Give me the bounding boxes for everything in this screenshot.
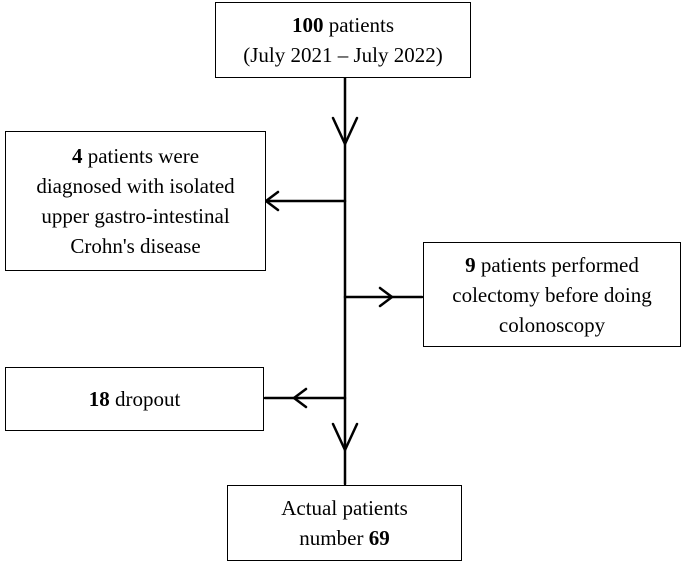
upper-gi-line-2: diagnosed with isolated — [36, 174, 235, 198]
arrowhead-left-dropout — [292, 387, 308, 409]
upper-gi-line-1: 4 patients were — [71, 144, 200, 168]
final-box: Actual patients number 69 — [227, 485, 462, 561]
upper-gi-line-3: upper gastro-intestinal — [41, 204, 230, 228]
arrowhead-left-upper-gi — [264, 190, 280, 212]
arrowhead-right-colectomy — [378, 286, 394, 308]
upper-gi-line-4: Crohn's disease — [70, 234, 201, 258]
dropout-line-1: 18 dropout — [88, 387, 181, 411]
final-patient-count: 69 — [368, 526, 390, 550]
start-box: 100 patients (July 2021 – July 2022) — [215, 2, 471, 78]
colectomy-line-1: 9 patients performed — [465, 252, 639, 277]
dropout-count: 18 — [88, 387, 110, 411]
upper-gi-crohns-box: 4 patients were diagnosed with isolated … — [5, 131, 266, 271]
final-line-1: Actual patients — [281, 496, 408, 520]
colectomy-line-3: colonoscopy — [498, 312, 606, 337]
arrowhead-down-bottom — [331, 422, 359, 452]
colectomy-patient-count: 9 — [465, 252, 476, 277]
start-box-line-2: (July 2021 – July 2022) — [243, 43, 443, 67]
start-box-line-1: 100 patients — [291, 13, 395, 37]
final-line-2: number 69 — [299, 526, 390, 550]
arrowhead-down-top — [331, 116, 359, 146]
upper-gi-patient-count: 4 — [71, 144, 83, 168]
colectomy-box: 9 patients performed colectomy before do… — [423, 242, 681, 347]
start-patient-count: 100 — [291, 13, 324, 37]
dropout-box: 18 dropout — [5, 367, 264, 431]
colectomy-line-2: colectomy before doing — [452, 282, 652, 307]
